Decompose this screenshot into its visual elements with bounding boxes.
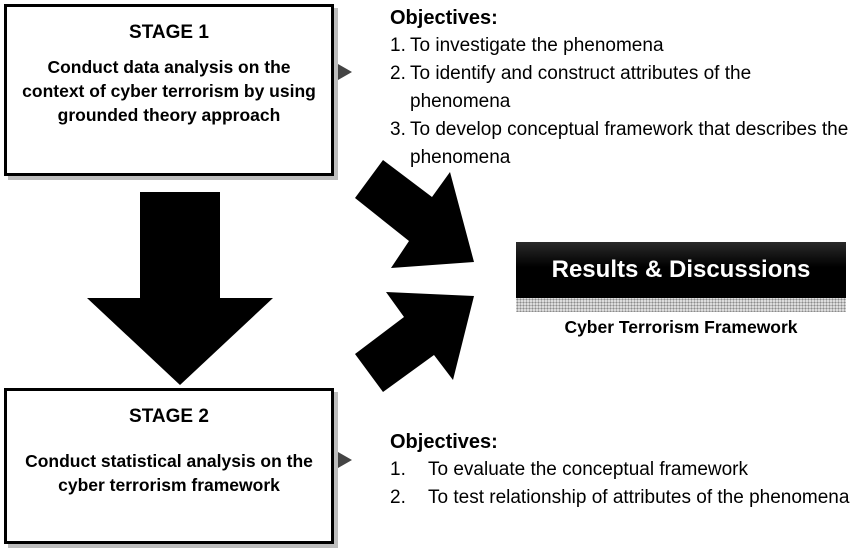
stage-2-objectives: Objectives: 1. To evaluate the conceptua… xyxy=(390,428,850,512)
stage-1-description: Conduct data analysis on the context of … xyxy=(22,57,316,125)
stage-1-pointer-icon xyxy=(338,64,352,80)
framework-label: Cyber Terrorism Framework xyxy=(564,317,798,337)
stage-2-box: STAGE 2 Conduct statistical analysis on … xyxy=(4,388,334,544)
objective-item: 1. To evaluate the conceptual framework xyxy=(390,456,850,484)
stage-2-objectives-heading: Objectives: xyxy=(390,431,498,453)
objective-item: 2. To identify and construct attributes … xyxy=(390,60,850,116)
stage-1-box: STAGE 1 Conduct data analysis on the con… xyxy=(4,4,334,176)
objective-item: 3. To develop conceptual framework that … xyxy=(390,116,850,172)
objective-text: To identify and construct attributes of … xyxy=(410,63,752,112)
objective-number: 3. xyxy=(390,119,406,140)
objective-item: 1. To investigate the phenomena xyxy=(390,32,850,60)
objective-number: 1. xyxy=(390,35,406,56)
diagonal-arrow-up-right-icon xyxy=(355,292,474,392)
objective-item: 2. To test relationship of attributes of… xyxy=(390,484,850,512)
diagonal-arrow-down-right-icon xyxy=(355,160,474,268)
results-title: Results & Discussions xyxy=(551,256,811,283)
stage-1-objectives-heading: Objectives: xyxy=(390,7,498,29)
objective-text: To investigate the phenomena xyxy=(410,35,664,56)
stage-1-objectives: Objectives: 1. To investigate the phenom… xyxy=(390,4,850,172)
stage-2-description: Conduct statistical analysis on the cybe… xyxy=(25,451,313,495)
stage-1-title: STAGE 1 xyxy=(129,22,209,43)
objective-number: 1. xyxy=(390,459,406,480)
results-shadow-strip xyxy=(516,298,846,312)
results-discussions-box: Results & Discussions xyxy=(516,242,846,298)
objective-text: To evaluate the conceptual framework xyxy=(428,459,749,480)
stage-2-title: STAGE 2 xyxy=(129,406,209,427)
objective-text: To test relationship of attributes of th… xyxy=(428,487,850,508)
objective-number: 2. xyxy=(390,487,406,508)
objective-number: 2. xyxy=(390,63,406,84)
down-arrow-icon xyxy=(87,192,273,385)
objective-text: To develop conceptual framework that des… xyxy=(410,119,849,168)
stage-2-pointer-icon xyxy=(338,452,352,468)
